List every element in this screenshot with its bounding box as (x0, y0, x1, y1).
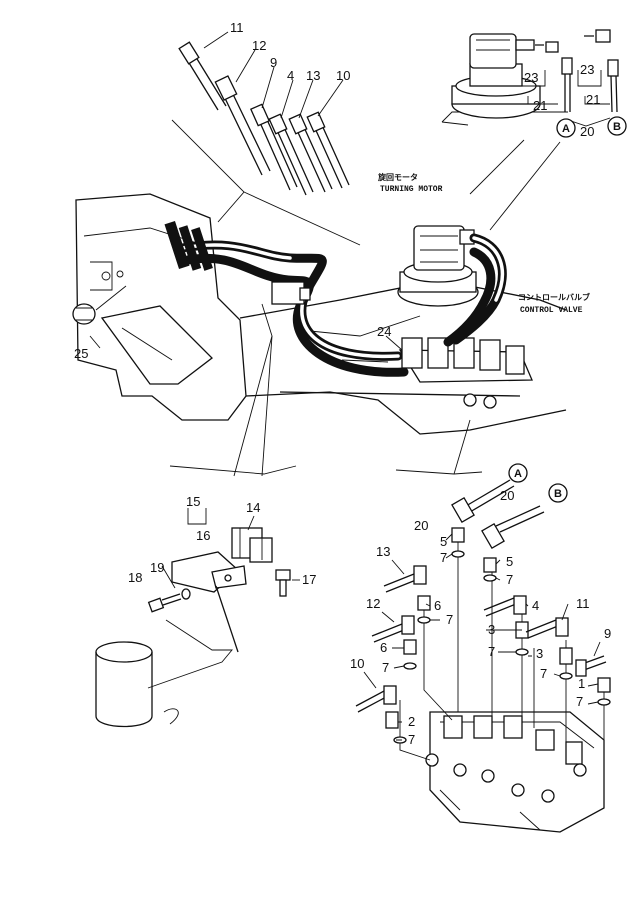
part-number-6-a: 6 (434, 598, 441, 613)
part-number-25: 25 (74, 346, 88, 361)
part-number-3-a: 3 (488, 622, 495, 637)
detail-bracket-top-left (171, 119, 361, 246)
part-number-23-left: 23 (524, 70, 538, 85)
part-number-5-right: 5 (506, 554, 513, 569)
port-a-marker-top: A (556, 118, 576, 138)
part-number-7-d: 7 (488, 644, 495, 659)
cap-part-25 (72, 285, 127, 349)
port-b-marker-bottom: B (548, 483, 568, 503)
part-number-10-bottom: 10 (350, 656, 364, 671)
part-number-16: 16 (196, 528, 210, 543)
part-number-13-bottom: 13 (376, 544, 390, 559)
hose-group-top-left (178, 41, 350, 196)
part-number-7-c: 7 (446, 612, 453, 627)
part-number-3-b: 3 (536, 646, 543, 661)
part-number-11-bottom: 11 (576, 596, 590, 611)
part-number-7-h: 7 (408, 732, 415, 747)
part-number-12-top: 12 (252, 38, 266, 53)
part-number-18: 18 (128, 570, 142, 585)
part-number-9-bottom: 9 (604, 626, 611, 641)
bracket-detail (147, 508, 300, 689)
part-number-7-b: 7 (506, 572, 513, 587)
leader-24 (385, 335, 403, 351)
part-number-7-g: 7 (576, 694, 583, 709)
cab-box-outline (95, 641, 179, 728)
port-a-label-top: A (562, 123, 570, 135)
part-number-4-bottom: 4 (532, 598, 539, 613)
hose-harness (164, 220, 507, 377)
part-number-12-bottom: 12 (366, 596, 380, 611)
part-number-7-f: 7 (540, 666, 547, 681)
part-number-1: 1 (578, 676, 585, 691)
leader-lines-top (203, 31, 344, 119)
port-b-label-bottom: B (554, 488, 562, 500)
part-number-7-e: 7 (382, 660, 389, 675)
part-number-labels: 11 12 9 4 13 10 23 23 21 21 20 24 25 15 … (74, 20, 611, 747)
detail-bracket-middle (169, 303, 483, 477)
port-b-label-top: B (613, 121, 621, 133)
part-number-13-top: 13 (306, 68, 320, 83)
part-number-20-top: 20 (580, 124, 594, 139)
part-number-20-bottom-b: 20 (500, 488, 514, 503)
part-number-19: 19 (150, 560, 164, 575)
part-number-21-left: 21 (533, 98, 547, 113)
part-number-4-top: 4 (287, 68, 294, 83)
part-number-9-top: 9 (270, 55, 277, 70)
turning-motor-detail (441, 29, 619, 231)
part-number-23-right: 23 (580, 62, 594, 77)
part-number-20-bottom-a: 20 (414, 518, 428, 533)
control-valve-caption-en: CONTROL VALVE (520, 306, 583, 315)
part-number-10-top: 10 (336, 68, 350, 83)
control-valve-assembly (398, 337, 533, 409)
control-valve-caption-jp: コントロールバルブ (518, 292, 590, 302)
part-number-6-b: 6 (380, 640, 387, 655)
part-number-15: 15 (186, 494, 200, 509)
part-number-7-a: 7 (440, 550, 447, 565)
part-number-24: 24 (377, 324, 391, 339)
part-number-11-top: 11 (230, 20, 244, 35)
turning-motor-assembly (397, 225, 479, 307)
part-number-17: 17 (302, 572, 316, 587)
part-number-5-left: 5 (440, 534, 447, 549)
part-number-21-right: 21 (586, 92, 600, 107)
port-b-marker-top: B (607, 116, 627, 136)
machine-frame (75, 193, 567, 435)
turning-motor-caption-en: TURNING MOTOR (380, 185, 443, 194)
turning-motor-caption-jp: 旋回モータ (377, 172, 418, 182)
port-a-marker-bottom: A (508, 463, 528, 483)
control-valve-exploded (355, 479, 611, 833)
port-a-label-bottom: A (514, 468, 522, 480)
leader-lines-bottom (363, 533, 601, 741)
part-number-2: 2 (408, 714, 415, 729)
part-number-14: 14 (246, 500, 260, 515)
